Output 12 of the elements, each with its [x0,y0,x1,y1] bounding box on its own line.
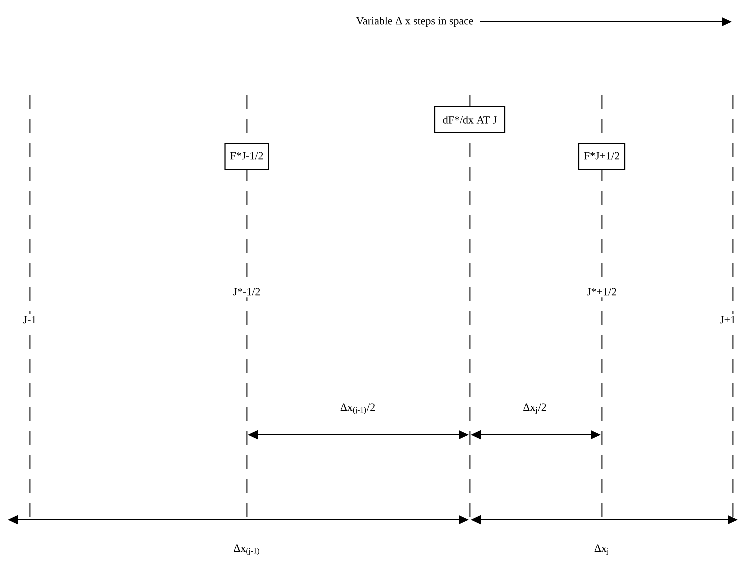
dimension-label: Δx$_{j}$/2 [521,402,549,416]
grid-label: J*+1/2 [585,286,619,298]
dimension-label: Δx$_{(j-1)}$/2 [338,402,378,416]
grid-label: J+1 [718,314,738,326]
grid-label: J*-1/2 [231,286,263,298]
dimension-label: Δx$_{(j-1)}$ [232,542,262,558]
label-box: F*J-1/2 [224,143,270,171]
label-box: dF*/dx AT J [434,106,506,134]
grid-label: J-1 [21,314,39,326]
label-box: F*J+1/2 [578,143,626,171]
dimension-label: Δx$_{j}$ [592,542,612,558]
title: Variable Δ x steps in space [356,17,474,27]
